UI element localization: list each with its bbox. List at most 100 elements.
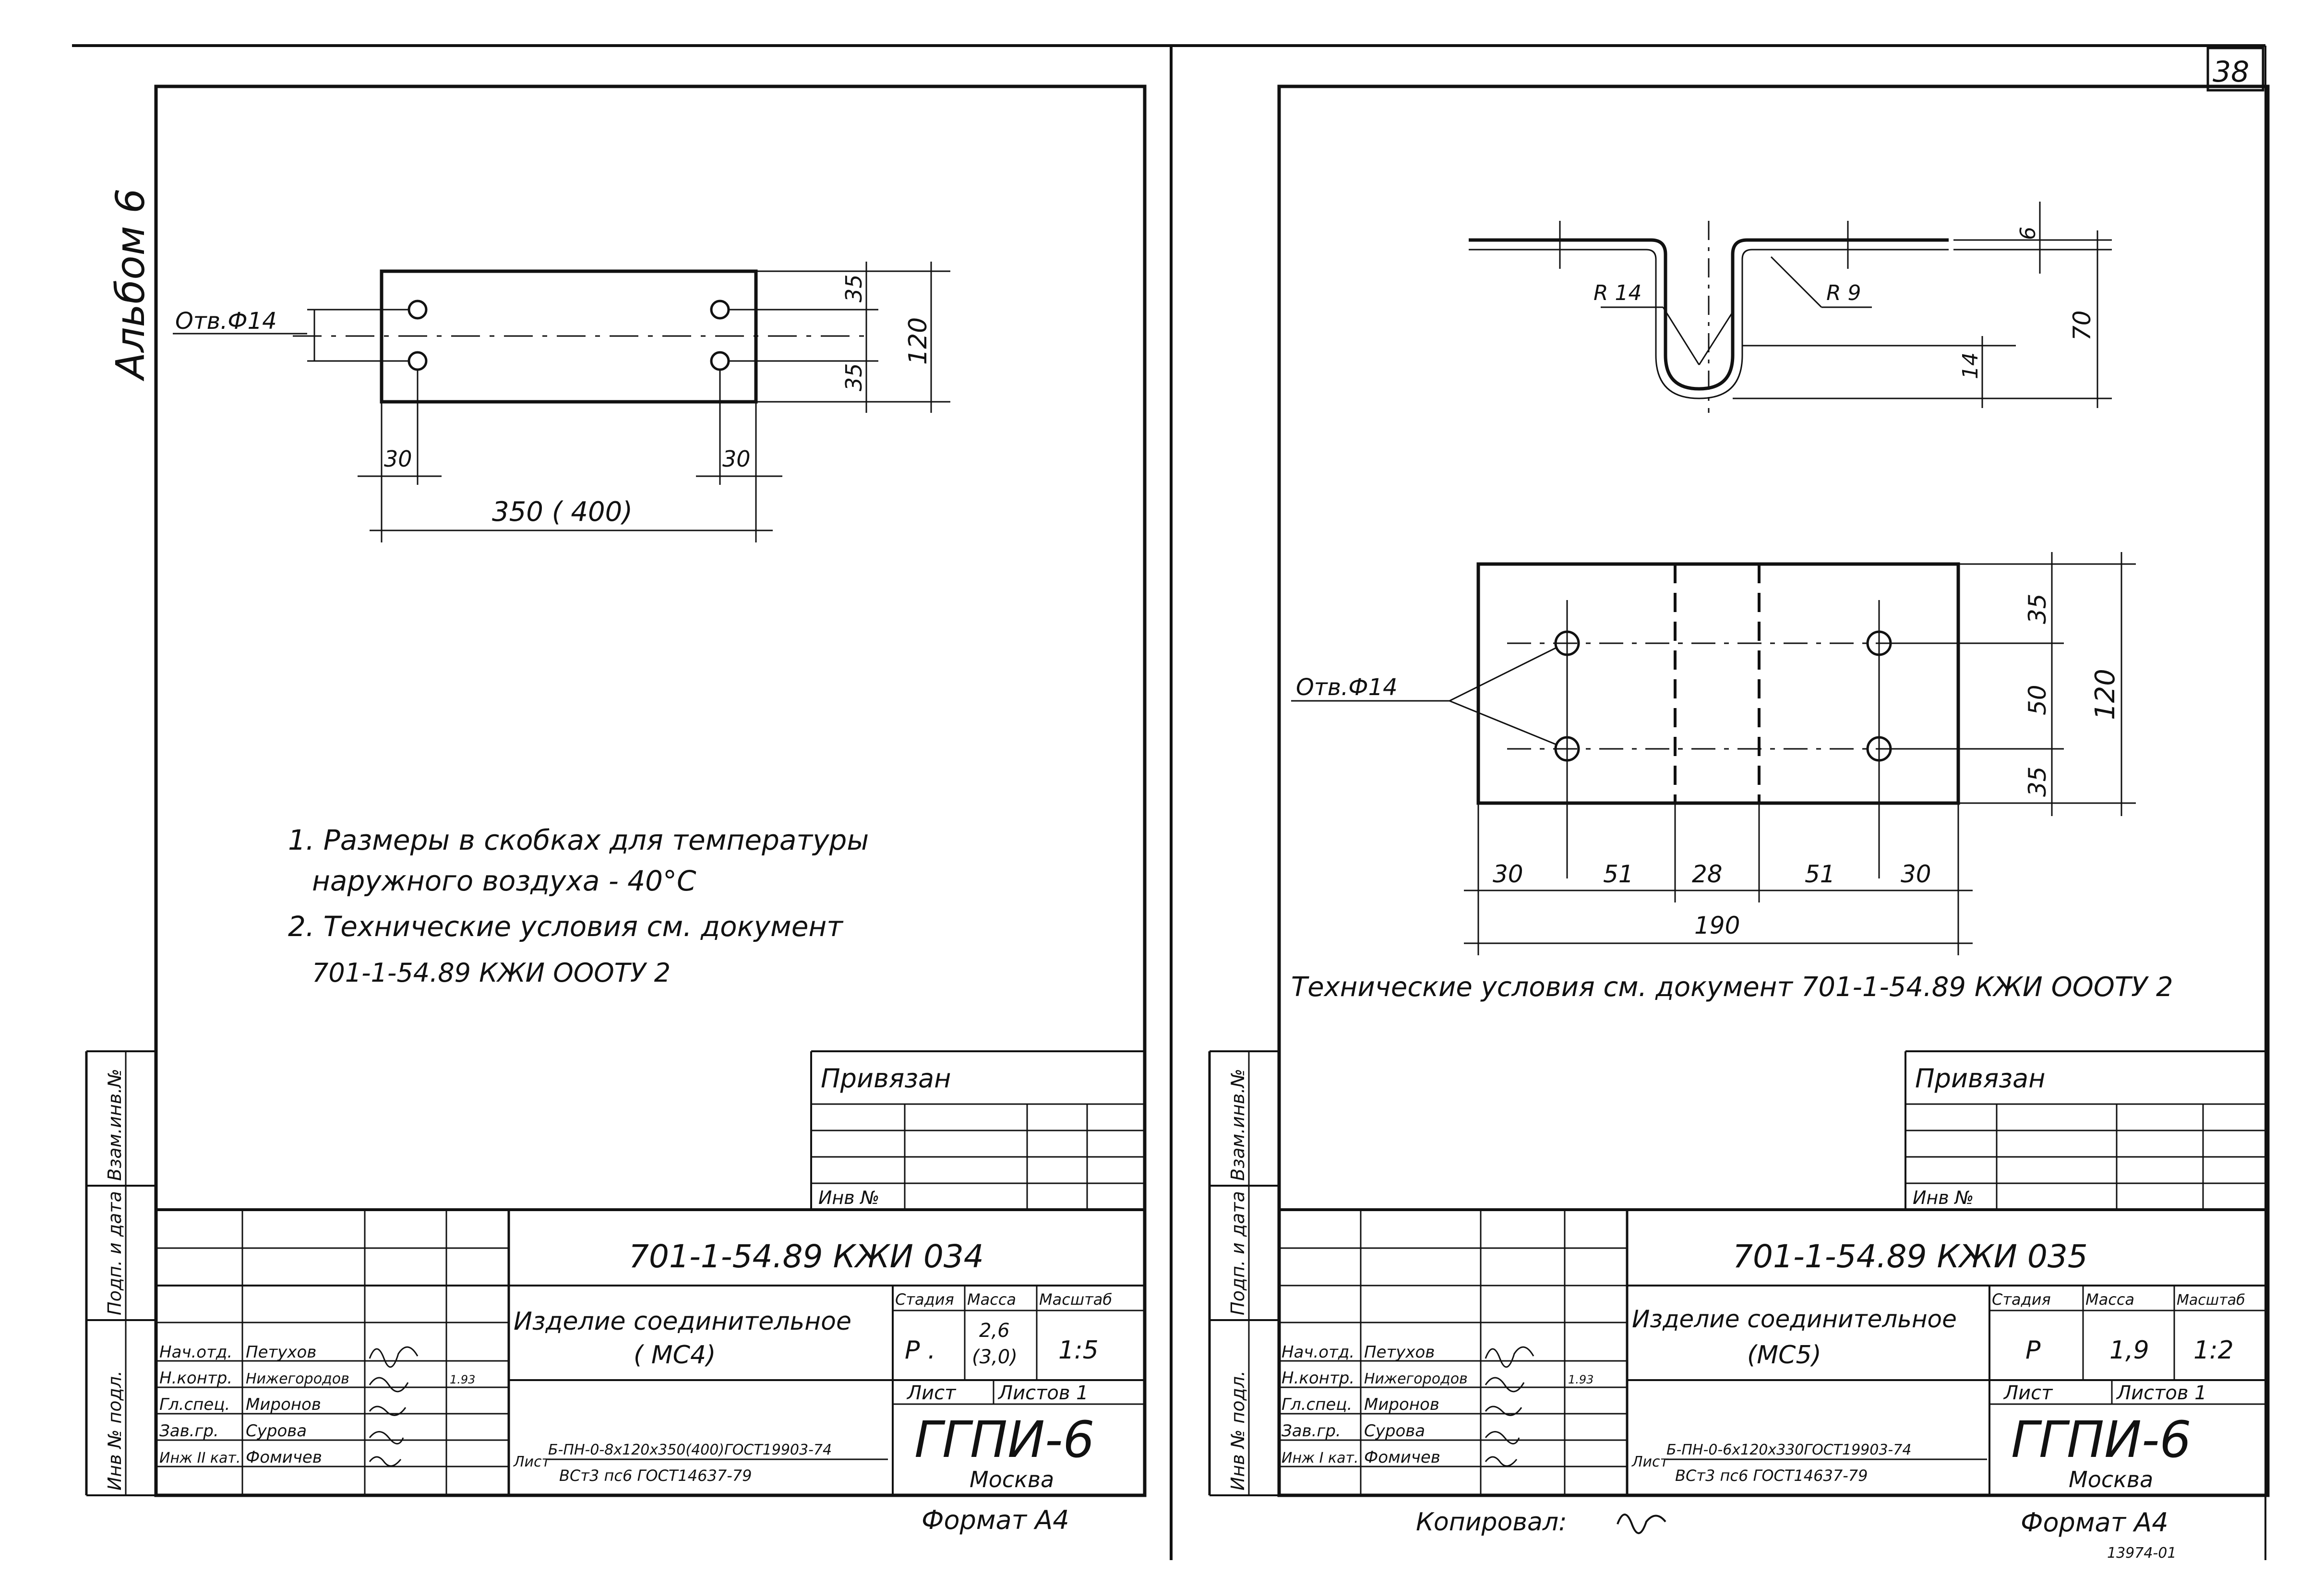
org-name: ГГПИ-6 — [914, 1410, 1095, 1469]
hole-mc4-1 — [407, 300, 428, 320]
r-scale-value: 1:2 — [2193, 1336, 2234, 1365]
hole-mc5-2 — [1554, 736, 1580, 762]
profile-mc5-inner — [1469, 249, 1949, 399]
format-label: Формат А4 — [922, 1505, 1069, 1535]
stage-value: Р . — [905, 1336, 935, 1365]
r-priv-label: Привязан — [1915, 1063, 2045, 1094]
dim-35-bottom: 35 — [841, 363, 867, 391]
r-doc-code: 701-1-54.89 КЖИ 035 — [1733, 1238, 2088, 1275]
sheets-label: Листов 1 — [997, 1382, 1089, 1404]
r-name-2: Нижегородов — [1364, 1371, 1468, 1387]
hole-mc4-4 — [710, 351, 730, 371]
signatures — [369, 1346, 419, 1467]
dim-plate-120: 120 — [2090, 669, 2121, 720]
material-line-1: Б-ПН-0-8х120х350(400)ГОСТ19903-74 — [548, 1442, 832, 1458]
inv-no-label: Инв № — [818, 1187, 879, 1208]
role-4: Зав.гр. — [159, 1421, 219, 1441]
mass-value: 2,6 — [979, 1320, 1010, 1342]
r14-arrow — [1662, 307, 1700, 365]
r-org-name: ГГПИ-6 — [2011, 1410, 2192, 1469]
r-sig-date: 1.93 — [1568, 1373, 1593, 1386]
copied-by-signature — [1617, 1514, 1666, 1534]
material-line-2: ВСт3 пс6 ГОСТ14637-79 — [559, 1467, 752, 1485]
r-name-5: Фомичев — [1364, 1448, 1440, 1467]
hole-mc5-1 — [1554, 630, 1580, 656]
dim-35-top: 35 — [841, 274, 867, 302]
dim-70: 70 — [2068, 310, 2096, 341]
note-line-1: 1. Размеры в скобках для температуры — [288, 824, 869, 856]
right-side-label-podp: Подп. и дата — [1227, 1191, 1248, 1315]
name-2: Нижегородов — [246, 1371, 349, 1387]
r-material-line-1: Б-ПН-0-6х120х330ГОСТ19903-74 — [1666, 1442, 1911, 1458]
sig-date: 1.93 — [450, 1373, 475, 1386]
scale-value: 1:5 — [1058, 1336, 1099, 1365]
left-sheet: Взам.инв.№ Подп. и дата Инв № подл. Альб… — [85, 84, 1147, 1535]
sheet-label: Лист — [906, 1382, 957, 1404]
page-number: 38 — [2213, 55, 2249, 89]
dim-seg-51b: 51 — [1805, 860, 1835, 888]
priv-label: Привязан — [821, 1063, 951, 1094]
note-line-3: 2. Технические условия см. документ — [288, 910, 844, 943]
r-stamp-title-1: Изделие соединительное — [1632, 1305, 1957, 1333]
right-side-label-inv: Инв № подл. — [1227, 1371, 1248, 1491]
hole-label-mc5: Отв.Ф14 — [1296, 674, 1398, 701]
profile-mc5-outer — [1469, 238, 1949, 391]
r-name-4: Сурова — [1364, 1421, 1425, 1441]
r-signatures — [1485, 1346, 1534, 1467]
stamp-title-1: Изделие соединительное — [514, 1307, 851, 1336]
left-side-label-vzam: Взам.инв.№ — [104, 1069, 125, 1181]
name-4: Сурова — [246, 1421, 307, 1441]
footer-code: 13974-01 — [2107, 1545, 2176, 1562]
dim-plate-50: 50 — [2024, 685, 2051, 715]
right-frame — [1277, 84, 2270, 1497]
r-org-city: Москва — [2069, 1467, 2153, 1492]
role-2: Н.контр. — [159, 1369, 232, 1388]
col-scale-label: Масштаб — [1039, 1290, 1112, 1309]
hole-mc4-3 — [710, 300, 730, 320]
r-role-4: Зав.гр. — [1282, 1421, 1341, 1441]
r-name-1: Петухов — [1364, 1343, 1435, 1362]
org-city: Москва — [970, 1467, 1054, 1492]
r-role-2: Н.контр. — [1282, 1369, 1354, 1388]
left-frame — [154, 84, 1147, 1497]
r-role-5: Инж I кат. — [1282, 1450, 1359, 1467]
dim-r9: R 9 — [1826, 281, 1861, 305]
col-mass-label: Масса — [967, 1290, 1016, 1309]
r-role-3: Гл.спец. — [1282, 1395, 1352, 1414]
role-5: Инж II кат. — [159, 1450, 240, 1467]
hole-mc5-leader-2 — [1449, 700, 1558, 746]
r-format-label: Формат А4 — [2021, 1507, 2168, 1538]
r-sheets-label: Листов 1 — [2116, 1382, 2207, 1404]
r-mass-value: 1,9 — [2109, 1336, 2149, 1365]
plate-mc5-outline — [1476, 562, 1960, 805]
name-5: Фомичев — [246, 1448, 322, 1467]
r9-radius — [1698, 312, 1734, 365]
r-col-stage-label: Стадия — [1992, 1290, 2051, 1309]
dim-14: 14 — [1958, 352, 1983, 379]
r-stage-value: Р — [2025, 1336, 2041, 1365]
hole-mc5-4 — [1866, 736, 1892, 762]
album-label: Альбом 6 — [108, 188, 154, 382]
right-side-label-vzam: Взам.инв.№ — [1227, 1069, 1248, 1181]
r-col-mass-label: Масса — [2085, 1290, 2134, 1309]
r-material-list-label: Лист — [1631, 1454, 1669, 1470]
page-number-box — [2206, 47, 2264, 92]
dim-seg-28: 28 — [1692, 860, 1723, 888]
dim-r14: R 14 — [1593, 281, 1642, 305]
col-stage-label: Стадия — [895, 1290, 954, 1309]
dim-length: 350 ( 400) — [492, 496, 633, 528]
dim-120: 120 — [904, 317, 933, 365]
mass-value-alt: (3,0) — [972, 1346, 1018, 1368]
left-side-label-inv: Инв № подл. — [104, 1371, 125, 1491]
right-sheet: Взам.инв.№ Подп. и дата Инв № подл. R 14… — [1208, 84, 2270, 1562]
r-inv-no-label: Инв № — [1913, 1187, 1974, 1208]
r9-arrow — [1770, 256, 1822, 308]
tech-note: Технические условия см. документ 701-1-5… — [1291, 972, 2173, 1003]
dim-plate-35-bottom: 35 — [2024, 766, 2051, 797]
hole-mc4-2 — [407, 351, 428, 371]
dim-30-left: 30 — [384, 446, 412, 472]
r-sheet-label: Лист — [2003, 1382, 2053, 1404]
dim-seg-30b: 30 — [1901, 860, 1931, 888]
note-line-2: наружного воздуха - 40°С — [312, 865, 696, 897]
doc-code: 701-1-54.89 КЖИ 034 — [629, 1238, 984, 1275]
